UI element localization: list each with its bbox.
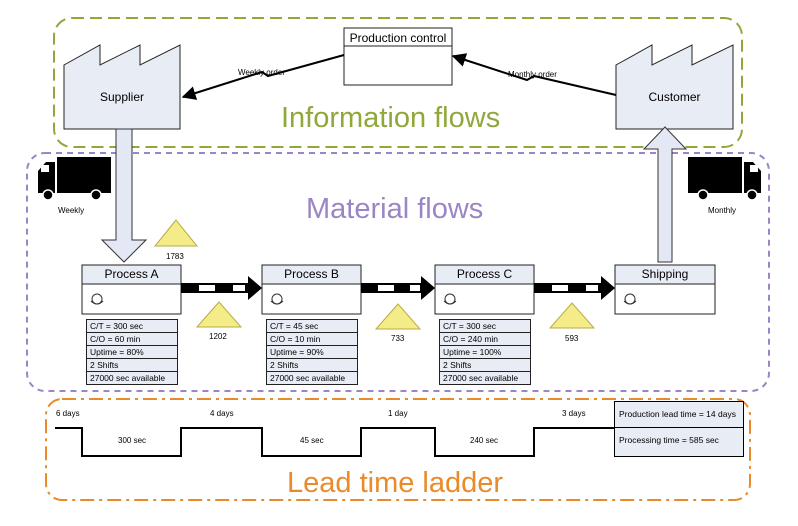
left-truck-label: Weekly: [58, 206, 85, 215]
process-b-box: [261, 264, 362, 315]
inventory-triangle-1: [153, 219, 199, 247]
data-row: Uptime = 100%: [439, 345, 531, 359]
lead-time-summary-box: Production lead time = 14 days Processin…: [614, 401, 744, 457]
inventory-triangle-3: [374, 303, 422, 330]
data-row: 27000 sec available: [86, 371, 178, 385]
data-row: Uptime = 80%: [86, 345, 178, 359]
right-truck-label: Monthly: [708, 206, 737, 215]
weekly-order-arrow: [181, 54, 345, 100]
ladder-days-1: 6 days: [56, 409, 80, 418]
data-row: C/O = 60 min: [86, 332, 178, 346]
process-c-box: [434, 264, 535, 315]
process-a-title: Process A: [104, 267, 159, 281]
ladder-time-2: 45 sec: [300, 436, 324, 445]
processing-time: Processing time = 585 sec: [619, 435, 719, 445]
left-truck-icon: [38, 157, 111, 201]
data-row: C/O = 10 min: [266, 332, 358, 346]
right-truck-icon: [688, 157, 761, 201]
data-row: C/T = 300 sec: [86, 319, 178, 333]
process-a-data-box: C/T = 300 sec C/O = 60 min Uptime = 80% …: [86, 319, 178, 385]
data-row: C/T = 45 sec: [266, 319, 358, 333]
push-arrow-b-c: [361, 276, 435, 300]
data-row: Uptime = 90%: [266, 345, 358, 359]
process-b-data-box: C/T = 45 sec C/O = 10 min Uptime = 90% 2…: [266, 319, 358, 385]
ladder-days-3: 1 day: [388, 409, 408, 418]
inventory-label-4: 593: [565, 334, 579, 343]
inventory-label-2: 1202: [209, 332, 227, 341]
push-arrow-a-b: [181, 276, 262, 300]
inventory-triangle-2: [195, 301, 243, 328]
data-row: C/T = 300 sec: [439, 319, 531, 333]
supplier-to-process-a-arrow: [100, 128, 148, 263]
weekly-order-label: Weekly order: [238, 68, 285, 77]
ladder-days-2: 4 days: [210, 409, 234, 418]
ladder-time-1: 300 sec: [118, 436, 147, 445]
customer-factory-icon: [615, 44, 734, 130]
monthly-order-label: Monthly order: [508, 70, 557, 79]
data-row: 2 Shifts: [266, 358, 358, 372]
production-lead-time: Production lead time = 14 days: [615, 402, 743, 428]
data-row: 2 Shifts: [439, 358, 531, 372]
production-control-box: [343, 27, 453, 86]
lead-time-ladder-line: [55, 427, 615, 457]
information-flows-region: [53, 17, 743, 148]
supplier-label: Supplier: [99, 90, 145, 104]
process-c-data-box: C/T = 300 sec C/O = 240 min Uptime = 100…: [439, 319, 531, 385]
information-flows-title: Information flows: [281, 102, 501, 134]
process-a-box: [81, 264, 182, 315]
supplier-factory-icon: [63, 44, 181, 130]
ladder-time-3: 240 sec: [470, 436, 499, 445]
production-control-label: Production control: [349, 31, 447, 45]
push-arrow-c-shipping: [534, 276, 615, 300]
material-flows-title: Material flows: [306, 193, 484, 225]
shipping-box: [614, 264, 716, 315]
shipping-title: Shipping: [641, 267, 689, 281]
inventory-label-1: 1783: [166, 252, 184, 261]
material-flows-region: [26, 152, 770, 392]
lead-time-region: [45, 398, 751, 501]
monthly-order-arrow: [451, 53, 617, 96]
data-row: 2 Shifts: [86, 358, 178, 372]
shipping-to-customer-arrow: [642, 126, 688, 263]
customer-label: Customer: [648, 90, 701, 104]
data-row: 27000 sec available: [439, 371, 531, 385]
inventory-label-3: 733: [391, 334, 405, 343]
process-c-title: Process C: [456, 267, 513, 281]
data-row: C/O = 240 min: [439, 332, 531, 346]
lead-time-ladder-title: Lead time ladder: [287, 467, 504, 499]
ladder-days-4: 3 days: [562, 409, 586, 418]
data-row: 27000 sec available: [266, 371, 358, 385]
inventory-triangle-4: [548, 302, 596, 329]
process-b-title: Process B: [284, 267, 339, 281]
